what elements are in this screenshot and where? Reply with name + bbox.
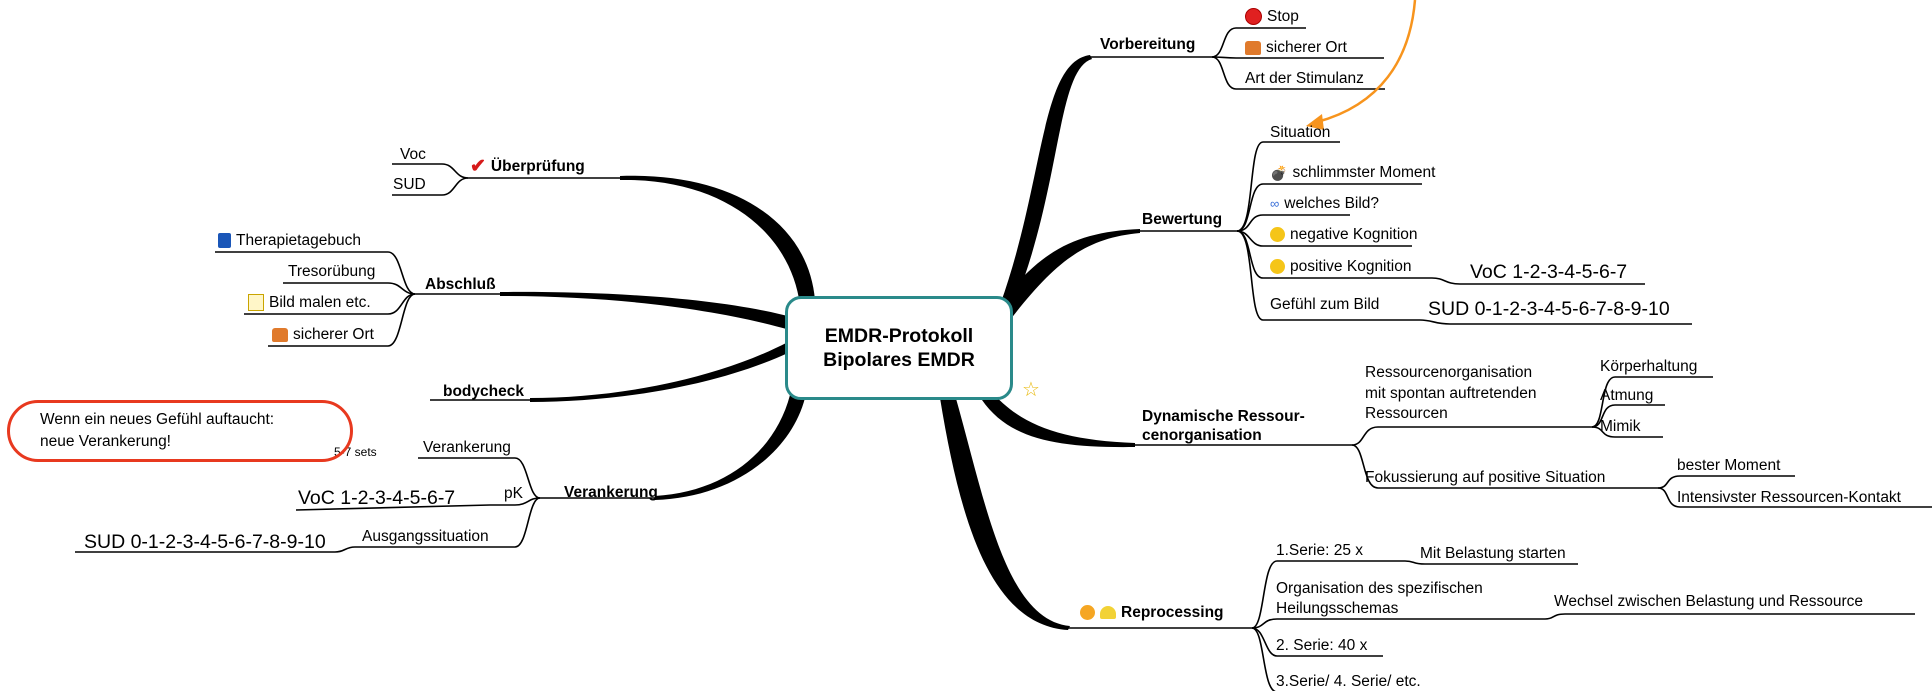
sud-scale-2[interactable]: SUD 0-1-2-3-4-5-6-7-8-9-10 [84,531,326,553]
topic-reprocessing[interactable]: Reprocessing [1080,604,1224,622]
subtopic-fokussierung[interactable]: Fokussierung auf positive Situation [1365,469,1606,486]
branch-ueberpruefung [620,175,815,305]
branch-vorbereitung [1000,55,1092,310]
central-topic-line1: EMDR-Protokoll [824,325,974,347]
face-icon [1080,605,1095,621]
subtopic-sicherer-ort-2[interactable]: sicherer Ort [272,326,374,344]
topic-ueberpruefung-label: Überprüfung [490,158,585,176]
subtopic-art-der-stimulanz[interactable]: Art der Stimulanz [1245,70,1364,87]
subtopic-sicherer-ort[interactable]: sicherer Ort [1245,39,1347,57]
topic-verankerung[interactable]: Verankerung [564,484,658,501]
subtopic-bester-moment[interactable]: bester Moment [1677,457,1781,474]
subtopic-mimik[interactable]: Mimik [1600,418,1641,435]
relationship-arrow [1316,0,1417,124]
topic-abschluss[interactable]: Abschluß [425,276,496,293]
stop-icon [1245,8,1262,26]
subtopic-intensivster-ressourcen-kontakt[interactable]: Intensivster Ressourcen-Kontakt [1677,489,1901,506]
star-icon: ☆ [1022,379,1040,401]
subtopic-schlimmster-moment[interactable]: 💣schlimmster Moment [1270,164,1435,182]
subtopic-organisation-line2[interactable]: Heilungsschemas [1276,600,1399,617]
note-line1: Wenn ein neues Gefühl auftaucht: [40,411,275,428]
subtopic-atmung[interactable]: Atmung [1600,387,1654,404]
bomb-icon: 💣 [1270,165,1288,181]
glasses-icon: ∞ [1270,196,1280,211]
branch-reprocessing [940,395,1070,630]
subtopic-negative-kognition[interactable]: negative Kognition [1270,226,1418,244]
branch-abschluss [500,291,795,330]
subtopic-voc[interactable]: Voc [400,146,426,163]
branch-bodycheck [530,342,790,402]
topic-vorbereitung[interactable]: Vorbereitung [1100,36,1196,53]
bell-icon [1100,606,1116,620]
subtopic-sud[interactable]: SUD [393,176,426,193]
subtopic-pk[interactable]: pK [504,485,523,502]
subtopic-schlimmster-moment-label: schlimmster Moment [1292,164,1436,182]
subtopic-serie-2[interactable]: 2. Serie: 40 x [1276,637,1368,654]
topic-bodycheck[interactable]: bodycheck [443,383,524,400]
subtopic-wechsel[interactable]: Wechsel zwischen Belastung und Ressource [1554,593,1864,610]
note-callout[interactable]: Wenn ein neues Gefühl auftaucht: neue Ve… [7,400,353,462]
subtopic-verankerung[interactable]: Verankerung [423,439,511,456]
topic-bewertung[interactable]: Bewertung [1142,211,1223,228]
subtopic-ressourcenorganisation-line2[interactable]: mit spontan auftretenden [1365,385,1537,402]
subtopic-organisation-line1[interactable]: Organisation des spezifischen [1276,580,1483,597]
subtopic-negative-kognition-label: negative Kognition [1290,226,1418,243]
subtopic-sicherer-ort-2-label: sicherer Ort [293,326,374,343]
worried-face-icon [1270,227,1285,243]
central-topic[interactable]: EMDR-Protokoll Bipolares EMDR [785,296,1013,400]
subtopic-ressourcenorganisation-line3[interactable]: Ressourcen [1365,405,1448,422]
branch-dynamisch [982,390,1135,448]
subtopic-therapietagebuch[interactable]: Therapietagebuch [218,232,361,250]
subtopic-positive-kognition-label: positive Kognition [1290,258,1412,275]
checkmark-icon: ✔ [470,156,486,177]
topic-ueberpruefung[interactable]: ✔Überprüfung [470,156,585,177]
subtopic-sicherer-ort-label: sicherer Ort [1266,39,1347,56]
subtopic-stop[interactable]: Stop [1245,8,1299,26]
subtopic-therapietagebuch-label: Therapietagebuch [236,232,361,249]
subtopic-welches-bild[interactable]: ∞ welches Bild? [1270,195,1379,213]
subtopic-gefuehl-zum-bild[interactable]: Gefühl zum Bild [1270,296,1380,313]
subtopic-mit-belastung-starten[interactable]: Mit Belastung starten [1420,545,1566,562]
sud-scale[interactable]: SUD 0-1-2-3-4-5-6-7-8-9-10 [1428,298,1670,320]
topic-reprocessing-label: Reprocessing [1121,604,1224,621]
book-icon [218,233,231,249]
arrow-head [1306,114,1324,130]
subtopic-situation[interactable]: Situation [1270,124,1331,141]
topic-dynamische-ressourcenorganisation-line2[interactable]: cenorganisation [1142,427,1262,444]
note-line2: neue Verankerung! [40,433,171,450]
subtopic-serie-3[interactable]: 3.Serie/ 4. Serie/ etc. [1276,673,1421,690]
topic-dynamische-ressourcenorganisation-line1[interactable]: Dynamische Ressour- [1142,408,1305,425]
smiley-icon [1270,259,1285,275]
central-topic-line2: Bipolares EMDR [823,349,975,371]
subtopic-tresoruebung[interactable]: Tresorübung [288,263,376,280]
subtopic-koerperhaltung[interactable]: Körperhaltung [1600,358,1698,375]
subtopic-bild-malen-label: Bild malen etc. [269,294,371,311]
subtopic-ausgangssituation[interactable]: Ausgangssituation [362,528,489,545]
subtopic-bild-malen[interactable]: Bild malen etc. [248,294,371,312]
voc-scale-2[interactable]: VoC 1-2-3-4-5-6-7 [298,487,456,509]
subtopic-stop-label: Stop [1267,8,1299,25]
branch-verankerung [655,395,805,500]
subtopic-positive-kognition[interactable]: positive Kognition [1270,258,1412,276]
subtopic-ressourcenorganisation-line1[interactable]: Ressourcenorganisation [1365,364,1533,381]
house-icon [272,327,288,342]
memo-icon [248,294,264,312]
voc-scale[interactable]: VoC 1-2-3-4-5-6-7 [1470,261,1628,283]
subtopic-welches-bild-label: welches Bild? [1284,195,1380,213]
house-icon [1245,40,1261,55]
subtopic-serie-1[interactable]: 1.Serie: 25 x [1276,542,1364,559]
